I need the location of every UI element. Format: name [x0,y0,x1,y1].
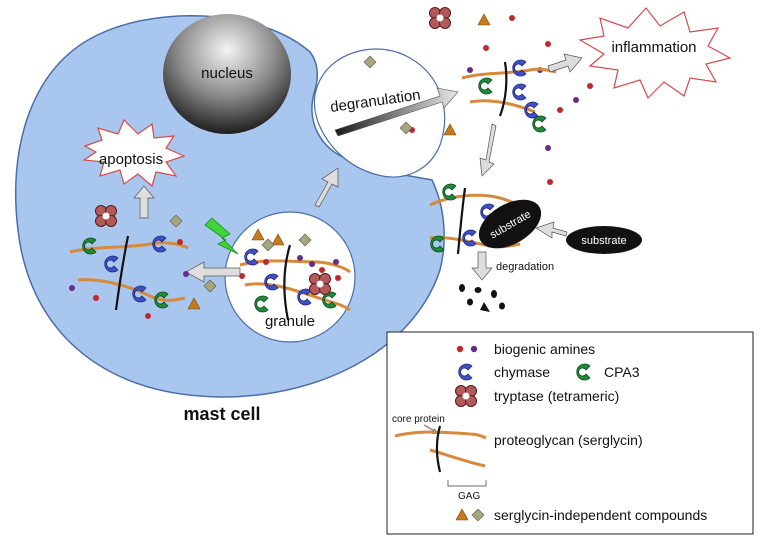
to-inflammation-arrow [547,53,583,73]
degradation-label: degradation [496,261,554,273]
degranulation-arrow [334,87,459,137]
legend-biogenic-amines: biogenic amines [494,341,595,357]
substrate-outer-label: substrate [581,235,626,247]
legend-tryptase: tryptase (tetrameric) [494,388,619,404]
granule-to-left-arrow [185,261,241,283]
inflammation-label: inflammation [611,39,696,56]
degranulation-pocket [313,48,446,178]
legend-gag: GAG [458,491,480,502]
legend-cpa3: CPA3 [604,364,640,380]
granule-label: granule [265,313,315,330]
legend-tryptase-icon [455,385,477,407]
degradation-arrow [471,251,493,281]
released-cluster [363,7,593,185]
free-substrate [566,226,642,254]
inflammation-burst [578,7,732,100]
activation-bolt-icon [204,217,239,255]
bound-substrate [478,199,542,249]
nucleus [163,14,291,134]
cytosolic-cluster [69,205,217,319]
degradation-fragments [459,284,505,312]
nucleus-label: nucleus [201,65,253,82]
legend-chymase: chymase [494,364,550,380]
legend: biogenic amines chymase CPA3 tryptase (t… [392,341,707,523]
granule-contents [239,228,351,321]
to-degradation-site-arrow [479,123,497,177]
legend-serglycin-independent: serglycin-independent compounds [494,507,707,523]
apoptosis-burst [82,118,186,188]
legend-proteoglycan: proteoglycan (serglycin) [494,432,643,448]
substrate-binding-arrow [535,221,568,239]
apoptosis-label: apoptosis [99,151,163,168]
to-apoptosis-arrow [133,185,155,219]
granule-to-pocket-arrow [314,167,339,208]
legend-core-protein: core protein [392,414,445,425]
mast-cell-label: mast cell [183,404,260,424]
